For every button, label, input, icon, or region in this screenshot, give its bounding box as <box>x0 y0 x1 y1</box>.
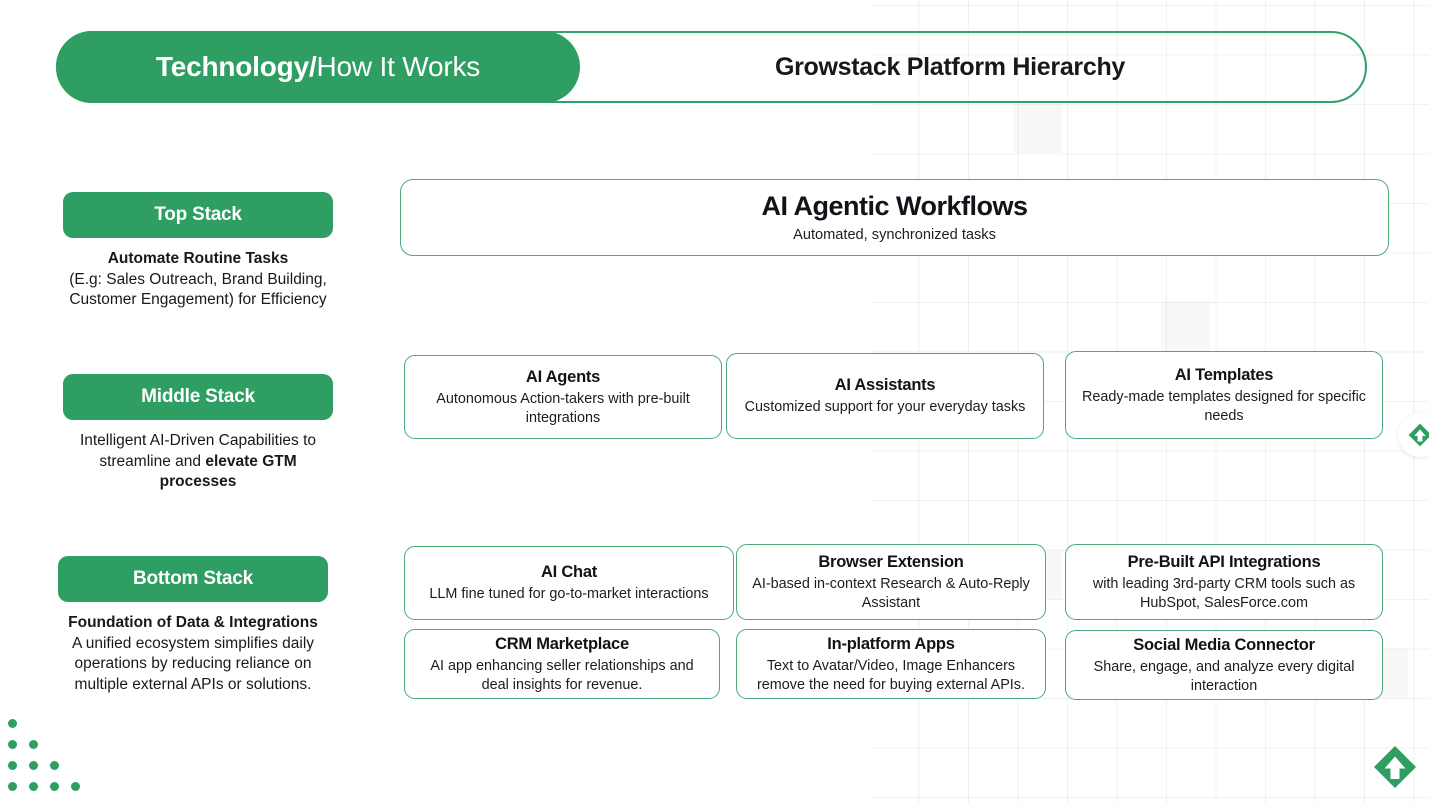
card-browser-extension[interactable]: Browser Extension AI-based in-context Re… <box>736 544 1046 620</box>
card-subtitle: with leading 3rd-party CRM tools such as… <box>1092 575 1356 612</box>
card-title: Browser Extension <box>818 552 964 571</box>
card-ai-agents[interactable]: AI Agents Autonomous Action-takers with … <box>404 355 722 439</box>
card-ai-agentic-workflows[interactable]: AI Agentic Workflows Automated, synchron… <box>400 179 1389 256</box>
card-in-platform-apps[interactable]: In-platform Apps Text to Avatar/Video, I… <box>736 629 1046 699</box>
stack-desc-bottom-rest: A unified ecosystem simplifies daily ope… <box>71 634 315 693</box>
card-subtitle: Share, engage, and analyze every digital… <box>1093 658 1355 695</box>
card-title: Pre-Built API Integrations <box>1127 552 1321 571</box>
growstack-diamond-arrow-icon <box>1374 746 1416 788</box>
stack-desc-middle-rest: Intelligent AI-Driven Capabilities to st… <box>79 432 317 470</box>
card-title: AI Templates <box>1174 365 1274 384</box>
growstack-logo-bottom-right[interactable] <box>1370 742 1420 792</box>
growstack-logo-badge-right[interactable] <box>1398 413 1429 457</box>
header-pill-label: Technology/How It Works <box>156 51 480 83</box>
card-social-media-connector[interactable]: Social Media Connector Share, engage, an… <box>1065 630 1383 700</box>
card-title: AI Agents <box>525 367 601 386</box>
card-ai-chat[interactable]: AI Chat LLM fine tuned for go-to-market … <box>404 546 734 620</box>
card-ai-templates[interactable]: AI Templates Ready-made templates design… <box>1065 351 1383 439</box>
card-ai-assistants[interactable]: AI Assistants Customized support for you… <box>726 353 1044 439</box>
stack-desc-middle: Intelligent AI-Driven Capabilities to st… <box>63 431 333 493</box>
stack-badge-top[interactable]: Top Stack <box>63 192 333 238</box>
stack-desc-top-rest: (E.g: Sales Outreach, Brand Building, Cu… <box>69 270 327 309</box>
stack-desc-middle-bold: elevate GTM processes <box>159 452 297 491</box>
stack-desc-top: Automate Routine Tasks (E.g: Sales Outre… <box>63 249 333 311</box>
grid-cell-tint <box>1013 104 1062 153</box>
card-title: Social Media Connector <box>1133 635 1315 654</box>
card-title: In-platform Apps <box>827 634 955 653</box>
card-title: CRM Marketplace <box>495 634 629 653</box>
card-title: AI Agentic Workflows <box>761 191 1028 222</box>
stack-block-top: Top Stack Automate Routine Tasks (E.g: S… <box>63 192 333 311</box>
stack-block-bottom: Bottom Stack Foundation of Data & Integr… <box>58 556 328 695</box>
card-subtitle: AI app enhancing seller relationships an… <box>430 657 694 694</box>
card-subtitle: LLM fine tuned for go-to-market interact… <box>429 586 709 603</box>
growstack-diamond-arrow-icon <box>1408 423 1429 447</box>
stack-badge-bottom[interactable]: Bottom Stack <box>58 556 328 602</box>
card-subtitle: Customized support for your everyday tas… <box>744 399 1026 416</box>
card-title: AI Assistants <box>834 376 936 395</box>
stack-desc-bottom-bold: Foundation of Data & Integrations <box>68 614 318 631</box>
page-title: Growstack Platform Hierarchy <box>774 52 1126 81</box>
header-pill-light: How It Works <box>316 51 481 82</box>
card-subtitle: Text to Avatar/Video, Image Enhancers re… <box>757 657 1025 694</box>
card-title: AI Chat <box>541 563 597 582</box>
header-pill-technology[interactable]: Technology/How It Works <box>56 31 580 103</box>
stack-badge-middle[interactable]: Middle Stack <box>63 374 333 420</box>
header-pill-bold: Technology/ <box>155 51 317 82</box>
stack-desc-bottom: Foundation of Data & Integrations A unif… <box>58 613 328 695</box>
stack-block-middle: Middle Stack Intelligent AI-Driven Capab… <box>63 374 333 493</box>
grid-cell-tint <box>1161 302 1210 351</box>
card-subtitle: Ready-made templates designed for specif… <box>1082 388 1366 425</box>
card-subtitle: AI-based in-context Research & Auto-Repl… <box>752 575 1030 612</box>
card-crm-marketplace[interactable]: CRM Marketplace AI app enhancing seller … <box>404 629 720 699</box>
card-subtitle: Automated, synchronized tasks <box>793 227 996 244</box>
card-subtitle: Autonomous Action-takers with pre-built … <box>436 390 690 427</box>
stack-desc-top-bold: Automate Routine Tasks <box>107 250 289 267</box>
card-pre-built-api-integrations[interactable]: Pre-Built API Integrations with leading … <box>1065 544 1383 620</box>
